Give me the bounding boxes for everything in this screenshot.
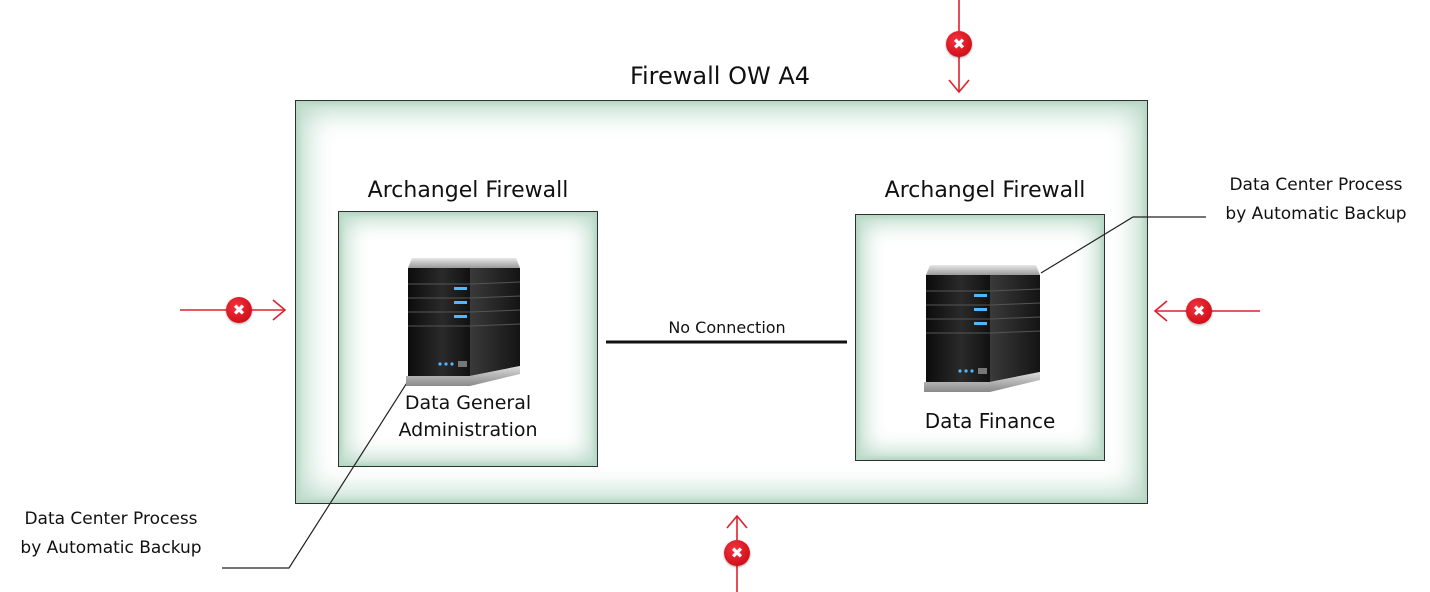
outer-zone-title: Firewall OW A4 (629, 62, 811, 90)
note-top-right-line2: by Automatic Backup (1225, 204, 1407, 224)
left-server-label: Data General Administration (348, 390, 588, 444)
note-bottom-left-line1: Data Center Process (24, 509, 198, 529)
note-top-right-line1: Data Center Process (1229, 175, 1403, 195)
blocked-x-icon: ✖ (226, 297, 252, 323)
connection-label: No Connection (668, 318, 786, 337)
left-server-label-line1: Data General (404, 392, 532, 414)
note-top-right: Data Center Process by Automatic Backup (1207, 171, 1425, 229)
blocked-x-icon: ✖ (1186, 298, 1212, 324)
note-bottom-left: Data Center Process by Automatic Backup (2, 505, 220, 563)
right-zone-title: Archangel Firewall (884, 178, 1086, 203)
blocked-x-icon: ✖ (946, 31, 972, 57)
blocked-x-icon: ✖ (724, 540, 750, 566)
right-server-label: Data Finance (924, 409, 1056, 433)
left-server-label-line2: Administration (398, 419, 538, 441)
note-bottom-left-line2: by Automatic Backup (20, 538, 202, 558)
left-zone-title: Archangel Firewall (367, 178, 569, 203)
